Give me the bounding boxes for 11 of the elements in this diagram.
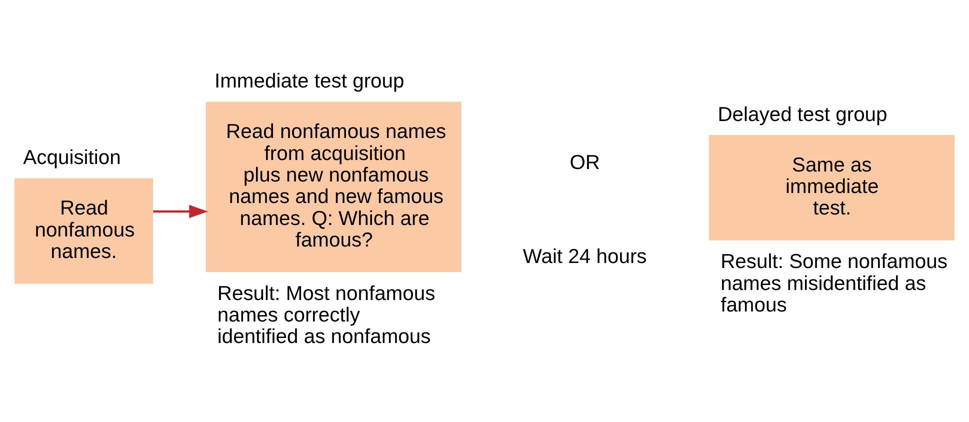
node-box: Read nonfamous names from acquisition plus new nonfamous names and new famous names. Q: Which are famous?: [206, 101, 462, 272]
arrow: [153, 204, 208, 218]
node-label: Acquisition: [23, 146, 121, 169]
node-label: Result: Most nonfamous names correctly identified as nonfamous: [217, 282, 436, 348]
node-box: Same as immediate test.: [709, 134, 954, 240]
label: Wait 24 hours: [522, 246, 647, 268]
label: OR: [570, 152, 600, 174]
node-box: Read nonfamous names.: [14, 178, 154, 284]
node-label: Delayed test group: [718, 103, 888, 126]
node-label: Result: Some nonfamous names misidentified as famous: [720, 250, 948, 316]
node-label: Immediate test group: [214, 70, 404, 92]
